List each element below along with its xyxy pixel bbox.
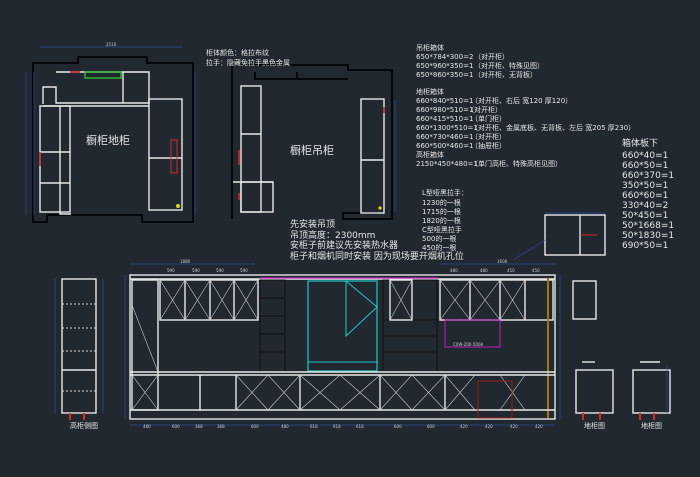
note-color: 柜体颜色：格拉布纹 — [206, 48, 269, 57]
dim-label: 368 — [217, 424, 225, 429]
list-title: 高柜箱体 — [416, 150, 444, 159]
view-label: 地柜图 — [584, 421, 605, 430]
dim-label: 600 — [172, 424, 180, 429]
dim-label: 590 — [192, 268, 200, 273]
dim-label: 618 — [310, 424, 318, 429]
dim-label: 618 — [356, 424, 364, 429]
list-item: 660*60=1 — [622, 191, 668, 201]
dim-label: 420 — [510, 424, 518, 429]
list-note: （对开柜） — [467, 105, 502, 114]
dim-label: 600 — [394, 424, 402, 429]
dim-label: 420 — [460, 424, 468, 429]
base-cabinet-view-b: 地柜图 — [632, 361, 671, 430]
dim-label: 618 — [333, 424, 341, 429]
note-line: 安柜子前建议先安装热水器 — [290, 239, 398, 251]
hood-label: CXW-200-5008 — [453, 342, 483, 347]
tall-cabinet-box-list: 高柜箱体 2150*450*480=1（单门高柜、特殊高柜见图） — [416, 150, 562, 168]
list-item: 690*50=1 — [622, 241, 668, 251]
dim-label: 450 — [507, 268, 515, 273]
list-item: 660*50=1 — [622, 161, 668, 171]
dim-label: 590 — [240, 268, 248, 273]
base-cabinet-view-a: 地柜图 — [575, 361, 614, 430]
plan-wall-title: 橱柜吊柜 — [290, 143, 334, 157]
dim-label: 480 — [143, 424, 151, 429]
note-line: 柜子和烟机同时安装 因为现场要开烟机孔位 — [290, 250, 464, 262]
view-label: 高柜侧图 — [70, 421, 98, 430]
note-handle: 拉手：隐藏免拉手黑色金属 — [206, 58, 290, 67]
dim-label: 420 — [535, 424, 543, 429]
wall-cabinet-plan: 橱柜吊柜 — [231, 64, 396, 220]
elevation-bottom-dims: 480 600 368 368 600 480 618 618 618 600 … — [143, 424, 543, 429]
note-line: 先安装吊顶 — [290, 218, 335, 230]
list-item: 500的一根 — [422, 234, 456, 243]
dim-label: 600 — [427, 424, 435, 429]
detail-box — [512, 212, 606, 320]
dim-label: 420 — [485, 424, 493, 429]
dim-label: 590 — [167, 268, 175, 273]
list-item: 330*40=2 — [622, 201, 668, 211]
list-item: 350*50=1 — [622, 181, 668, 191]
dim-label: 368 — [195, 424, 203, 429]
dim-label: 480 — [450, 268, 458, 273]
list-note: （单门高柜、特殊高柜见图） — [471, 159, 562, 168]
dim-label: 480 — [480, 268, 488, 273]
elevation: 1880 1600 CXW-200-5008 — [124, 259, 561, 429]
dim-plan-top: 2510 — [106, 42, 117, 47]
dim-label: 590 — [216, 268, 224, 273]
list-note: （对开柜） — [474, 52, 509, 61]
list-item: C型哑黑拉手 — [422, 225, 462, 234]
list-item: L型哑黑拉手： — [422, 188, 468, 197]
plan-base-title: 橱柜地柜 — [86, 133, 130, 147]
list-note: （对开柜） — [471, 132, 506, 141]
elevation-upper-dims: 590 590 590 590 480 480 450 450 — [167, 268, 540, 273]
list-item: 50*1668=1 — [622, 221, 674, 231]
list-item: 660*500*460=1 — [416, 142, 473, 150]
list-item: 660*840*510=1 — [416, 97, 473, 105]
list-item: 2150*450*480=1 — [416, 160, 478, 168]
list-item: 660*1300*510=1 — [416, 124, 478, 132]
list-note: （对开柜、金属底板、无背板、左后 宽205 厚230） — [471, 123, 635, 132]
list-item: 650*784*300=2 — [416, 53, 473, 61]
list-item: 1230的一根 — [422, 198, 461, 207]
base-cabinet-box-list: 地柜箱体 660*840*510=1（对开柜、右后 宽120 厚120） 660… — [416, 87, 635, 150]
handle-list: L型哑黑拉手： 1230的一根 1715的一根 1820的一根 C型哑黑拉手 5… — [422, 188, 468, 252]
list-title: 地柜箱体 — [416, 87, 444, 96]
dim-label: 1600 — [497, 259, 508, 264]
list-item: 660*980*510=1 — [416, 106, 473, 114]
list-item: 660*40=1 — [622, 151, 668, 161]
list-title: 箱体板下 — [622, 137, 658, 149]
list-item: 650*860*350=1 — [416, 71, 473, 79]
list-item: 1715的一根 — [422, 207, 461, 216]
list-note: （单门柜） — [471, 114, 506, 123]
dim-label: 480 — [281, 424, 289, 429]
panel-list: 箱体板下 660*40=1 660*50=1 660*370=1 350*50=… — [622, 137, 674, 251]
list-item: 650*960*350=1 — [416, 62, 473, 70]
dim-label: 600 — [251, 424, 259, 429]
list-item: 660*730*460=1 — [416, 133, 473, 141]
dim-label: 1880 — [180, 259, 191, 264]
install-notes: 先安装吊顶 吊顶高度：2300mm 安柜子前建议先安装热水器 柜子和烟机同时安装… — [290, 218, 464, 262]
tall-cabinet-side-view: 高柜侧图 — [54, 278, 104, 430]
list-title: 吊柜箱体 — [416, 43, 444, 52]
view-label: 地柜图 — [641, 421, 662, 430]
list-note: （对开柜、特殊见图） — [474, 61, 544, 70]
wall-cabinet-box-list: 吊柜箱体 650*784*300=2（对开柜） 650*960*350=1（对开… — [416, 43, 544, 79]
list-item: 450的一根 — [422, 243, 456, 252]
list-note: （对开柜、无背板） — [474, 70, 537, 79]
list-item: 50*1830=1 — [622, 231, 674, 241]
list-note: （抽屉柜） — [471, 141, 506, 150]
base-cabinet-plan: 2510 橱柜地柜 — [25, 42, 196, 223]
list-item: 660*370=1 — [622, 171, 674, 181]
list-item: 1820的一根 — [422, 216, 461, 225]
list-item: 660*415*510=1 — [416, 115, 473, 123]
note-line: 吊顶高度：2300mm — [290, 229, 375, 241]
list-note: （对开柜、右后 宽120 厚120） — [471, 96, 572, 105]
dim-label: 450 — [532, 268, 540, 273]
list-item: 50*450=1 — [622, 211, 668, 221]
